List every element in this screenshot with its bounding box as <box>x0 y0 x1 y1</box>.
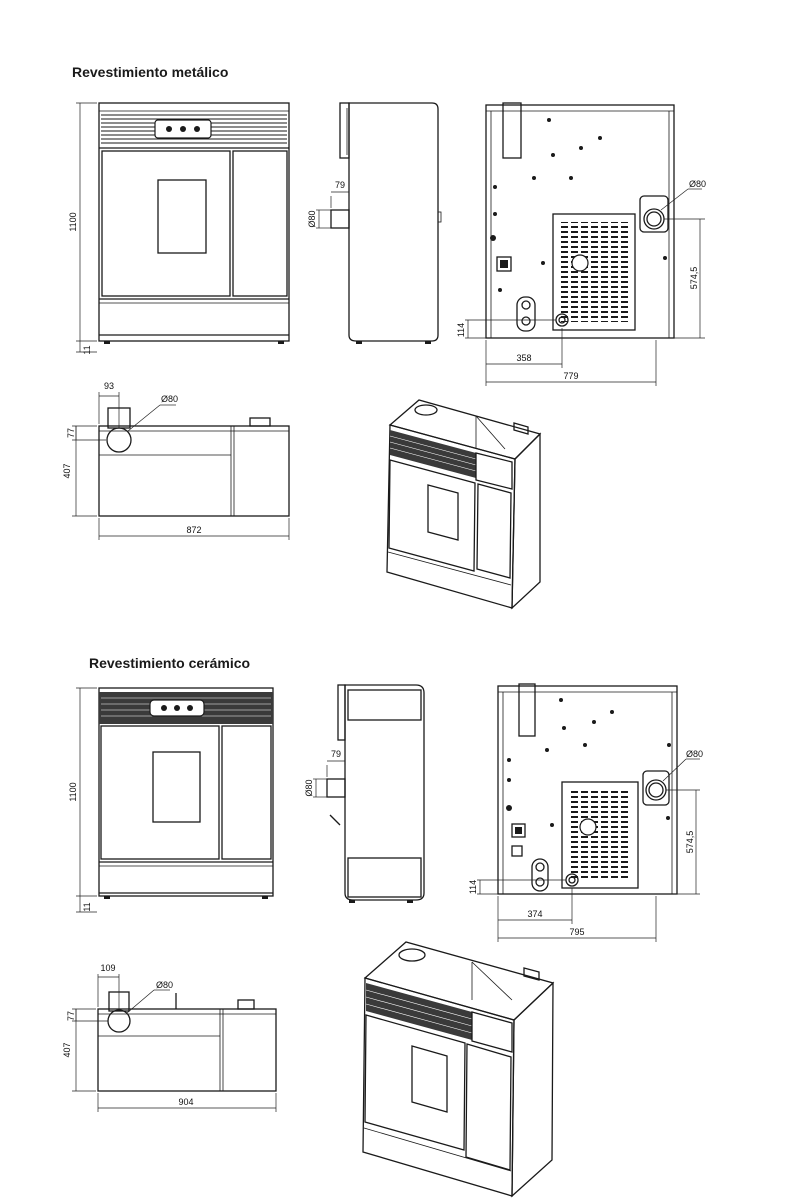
dim-back-flue-diameter-ceramic: Ø80 <box>686 749 703 759</box>
dim-width-ceramic: 904 <box>178 1097 193 1107</box>
dim-back-flue-height-metal: 574,5 <box>689 267 699 290</box>
dim-height-ceramic: 1100 <box>68 782 78 801</box>
dim-back-inlet-offset-metal: 358 <box>516 353 531 363</box>
back-view-ceramic <box>477 683 700 942</box>
side-flue <box>326 778 346 798</box>
top-view-ceramic <box>72 974 277 1112</box>
dim-top-flue-offset-ceramic: 109 <box>100 963 115 973</box>
dim-flue-diameter-side-metal: Ø80 <box>307 210 317 227</box>
dim-top-flue-diameter-ceramic: Ø80 <box>156 980 173 990</box>
top-flue <box>106 427 132 453</box>
dim-back-inlet-height-ceramic: 114 <box>468 880 478 894</box>
dim-width-metal: 872 <box>186 525 201 535</box>
side-view-metal <box>316 102 442 344</box>
back-vent-panel <box>552 213 636 331</box>
isometric-view-metal <box>386 399 542 610</box>
dim-back-inlet-height-metal: 114 <box>456 323 466 337</box>
dim-depth-metal: 407 <box>62 463 72 478</box>
dim-top-flue-depth-metal: 77 <box>66 428 76 438</box>
section-title-metal: Revestimiento metálico <box>72 64 229 80</box>
dim-back-inlet-offset-ceramic: 374 <box>527 909 542 919</box>
dim-flue-offset-metal: 79 <box>335 180 345 190</box>
dim-top-flue-offset-metal: 93 <box>104 381 114 391</box>
side-flue <box>330 209 350 229</box>
dim-back-flue-diameter-metal: Ø80 <box>689 179 706 189</box>
dim-top-flue-depth-ceramic: 77 <box>66 1011 76 1021</box>
dim-foot-ceramic: 11 <box>82 902 92 911</box>
dim-depth-ceramic: 407 <box>62 1042 72 1057</box>
dim-back-width-ceramic: 795 <box>569 927 584 937</box>
front-view-ceramic <box>76 687 274 913</box>
dim-flue-offset-ceramic: 79 <box>331 749 341 759</box>
top-flue <box>107 1009 131 1033</box>
back-view-metal <box>465 102 705 386</box>
front-view-metal <box>76 102 290 353</box>
dim-foot-metal: 11 <box>82 345 92 354</box>
dim-flue-diameter-side-ceramic: Ø80 <box>304 779 314 796</box>
dim-back-width-metal: 779 <box>563 371 578 381</box>
isometric-view-ceramic <box>362 941 555 1198</box>
door-glass <box>152 751 201 823</box>
side-view-ceramic <box>313 684 425 903</box>
top-view-metal <box>72 392 290 540</box>
dim-top-flue-diameter-metal: Ø80 <box>161 394 178 404</box>
dim-height-metal: 1100 <box>68 212 78 231</box>
dim-back-flue-height-ceramic: 574,5 <box>685 831 695 854</box>
section-title-ceramic: Revestimiento cerámico <box>89 655 251 671</box>
back-vent-panel <box>561 781 639 889</box>
door-glass <box>157 179 207 254</box>
